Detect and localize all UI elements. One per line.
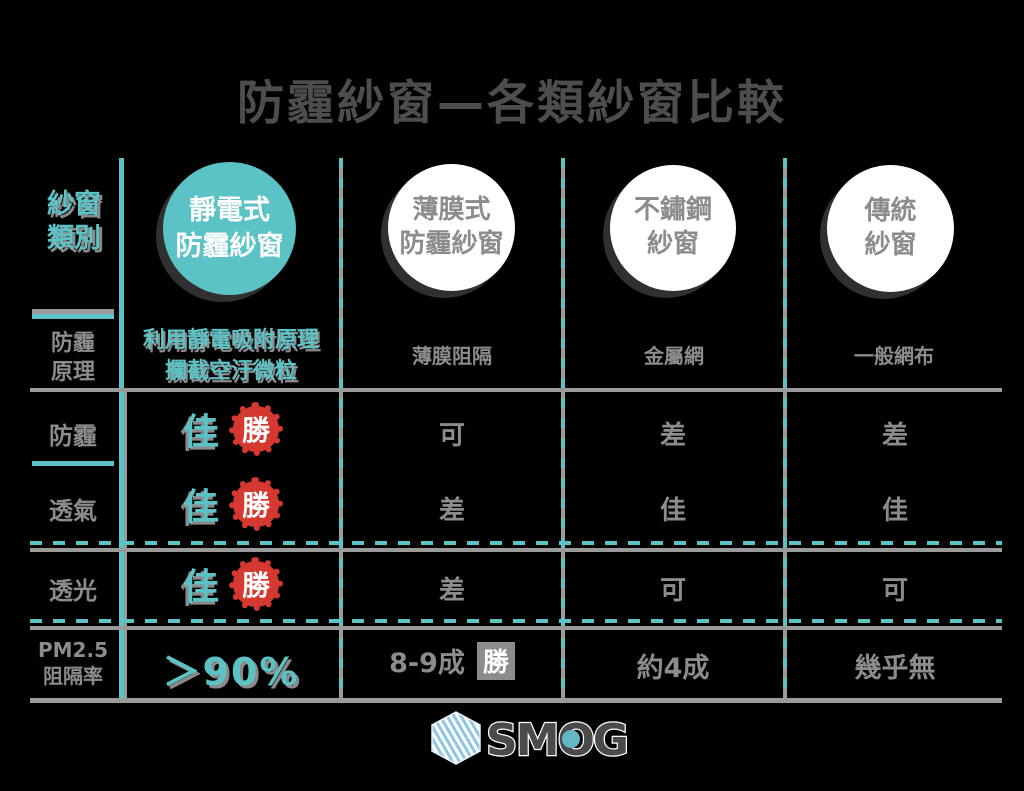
rating-text: 佳: [182, 567, 219, 608]
column-header-film-line2: 防霾紗窗: [399, 228, 504, 259]
corner-separator-teal: [32, 314, 114, 319]
win-badge-icon: 勝: [229, 477, 283, 531]
column-header-stainless: 不鏽鋼 紗窗: [610, 165, 736, 291]
cell-antismog-traditional: 差: [881, 421, 908, 451]
win-badge-gray-icon: 勝: [476, 641, 515, 680]
cell-principle-static-line1: 利用靜電吸附原理: [142, 328, 319, 353]
table-bottom-border: [30, 698, 1002, 703]
column-header-stainless-line1: 不鏽鋼: [633, 195, 712, 226]
cell-antismog-film: 可: [438, 421, 465, 451]
row-divider-dashed-1: [30, 541, 1002, 545]
logo-wordmark: SMOG: [486, 715, 627, 766]
cell-principle-film: 薄膜阻隔: [412, 344, 492, 368]
row-label-principle: 防霾 原理: [28, 330, 118, 387]
column-header-stainless-line2: 紗窗: [646, 229, 699, 259]
cell-ventilation-traditional: 佳: [881, 496, 908, 526]
cell-principle-static-line2: 攔截空汙微粒: [164, 358, 297, 384]
cell-score-static: ＞90%: [162, 650, 300, 694]
rating-text: 佳: [182, 412, 219, 453]
cell-light-traditional: 可: [881, 576, 908, 606]
logo-hexagon-icon: [431, 711, 481, 765]
row-divider-gray-1: [30, 548, 1002, 552]
left-column-divider: [119, 158, 124, 703]
cell-antismog-static: 佳 勝: [122, 401, 340, 457]
cell-light-film: 差: [438, 576, 465, 606]
column-header-traditional: 傳統 紗窗: [827, 165, 954, 292]
corner-separator-gray: [32, 309, 114, 314]
row-label-ventilation: 透氣: [49, 497, 97, 525]
cell-score-stainless: 約4成: [636, 653, 710, 684]
row-divider-dashed-2: [30, 619, 1002, 623]
cell-principle-stainless: 金屬網: [644, 344, 704, 368]
column-header-film: 薄膜式 防霾紗窗: [388, 164, 515, 291]
column-header-static-electric: 靜電式 防霾紗窗: [163, 162, 296, 295]
cell-ventilation-film: 差: [438, 496, 465, 526]
row-label-principle-line2: 原理: [50, 359, 95, 385]
column-divider-3: [783, 158, 787, 703]
left-column-divider-gray: [124, 392, 127, 703]
smog-logo-graphic: SMOG: [431, 711, 630, 767]
cell-antismog-stainless: 差: [659, 421, 686, 451]
brand-logo: SMOG: [428, 710, 630, 770]
column-divider-2: [561, 158, 565, 703]
cell-light-static: 佳 勝: [122, 556, 340, 612]
corner-header-line1: 紗窗: [47, 189, 101, 220]
cell-score-film: 8-9成 勝: [342, 641, 562, 680]
row-label-principle-line1: 防霾: [50, 331, 95, 356]
cell-score-traditional: 幾乎無: [854, 653, 936, 684]
column-header-traditional-line1: 傳統: [864, 195, 917, 226]
win-badge-icon: 勝: [229, 402, 283, 456]
row-label-light: 透光: [49, 577, 97, 605]
logo-o-accent: [562, 730, 580, 748]
row-divider-description: [30, 388, 1002, 392]
label-separator-teal: [32, 461, 114, 466]
corner-header: 紗窗 類別: [30, 188, 118, 256]
page-title: 防霾紗窗—各類紗窗比較: [237, 76, 787, 131]
cell-ventilation-static: 佳 勝: [122, 476, 340, 532]
cell-ventilation-stainless: 佳: [659, 496, 686, 526]
cell-light-stainless: 可: [659, 576, 686, 606]
score-film-value: 8-9成: [389, 648, 465, 679]
column-header-traditional-line2: 紗窗: [864, 229, 917, 260]
win-badge-icon: 勝: [229, 557, 283, 611]
row-divider-gray-2: [30, 626, 1002, 630]
rating-text: 佳: [182, 487, 219, 528]
row-label-antismog: 防霾: [49, 422, 97, 450]
column-header-film-line1: 薄膜式: [412, 194, 491, 225]
cell-principle-static: 利用靜電吸附原理 攔截空汙微粒: [122, 326, 340, 388]
row-label-score-line1: PM2.5: [38, 638, 108, 662]
row-label-score: PM2.5 阻隔率: [28, 637, 118, 689]
corner-header-line2: 類別: [47, 222, 101, 254]
column-header-static-line2: 防霾紗窗: [175, 230, 284, 262]
row-label-score-line2: 阻隔率: [43, 664, 103, 688]
column-header-static-line1: 靜電式: [189, 195, 270, 227]
cell-principle-traditional: 一般網布: [854, 344, 934, 368]
column-divider-1: [339, 158, 343, 703]
